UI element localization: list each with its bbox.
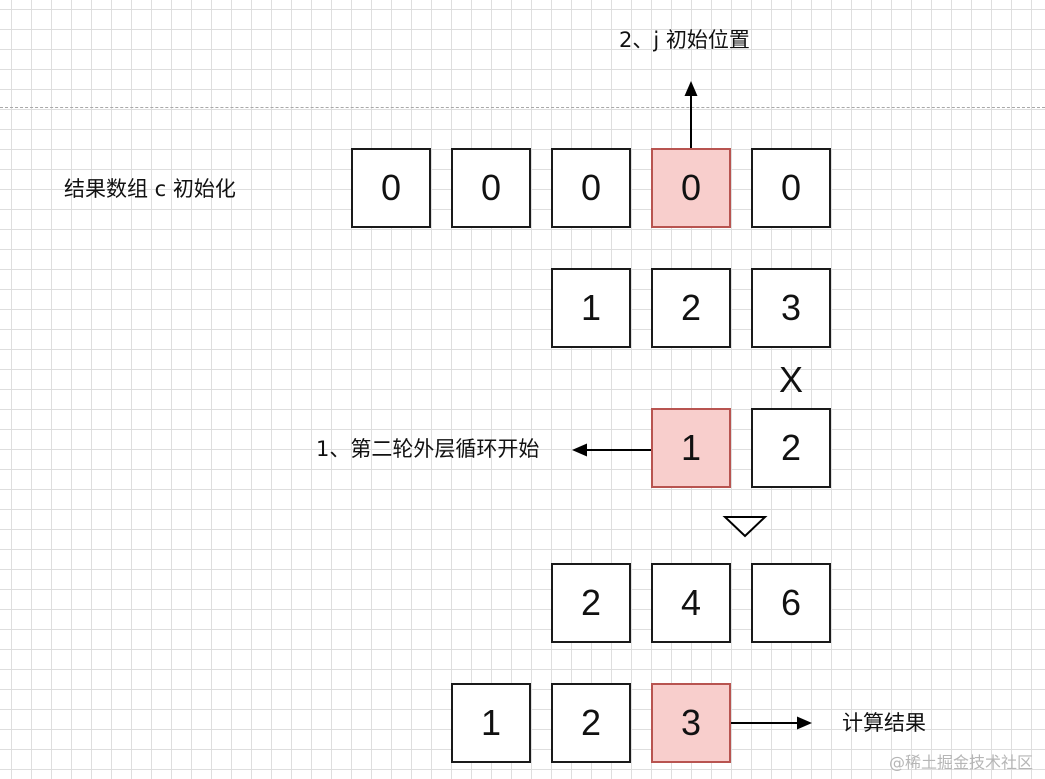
- partial-product-cell: 6: [751, 563, 831, 643]
- partial-product-cell: 2: [551, 563, 631, 643]
- multiplicand-cell: 3: [751, 268, 831, 348]
- right-arrow-icon: [731, 716, 812, 730]
- result-array-init-label: 结果数组 c 初始化: [64, 177, 236, 201]
- up-arrow-icon: [684, 81, 698, 148]
- result-c-cell: 0: [551, 148, 631, 228]
- dashed-separator: [0, 107, 1045, 108]
- outer-loop-start-label: 1、第二轮外层循环开始: [316, 437, 540, 461]
- compute-result-label: 计算结果: [842, 711, 926, 735]
- multiply-sign: X: [778, 359, 803, 400]
- result-c-cell: 0: [751, 148, 831, 228]
- computed-result-cell: 2: [551, 683, 631, 763]
- down-triangle-icon: [722, 516, 768, 538]
- computed-result-cell-highlighted: 3: [651, 683, 731, 763]
- computed-result-cell: 1: [451, 683, 531, 763]
- watermark: @稀土掘金技术社区: [888, 753, 1033, 772]
- multiplier-cell: 2: [751, 408, 831, 488]
- result-c-cell-highlighted: 0: [651, 148, 731, 228]
- multiplier-cell-highlighted: 1: [651, 408, 731, 488]
- left-arrow-icon: [572, 443, 651, 457]
- result-c-cell: 0: [451, 148, 531, 228]
- j-initial-position-label: 2、j 初始位置: [619, 28, 750, 52]
- multiplicand-cell: 2: [651, 268, 731, 348]
- partial-product-cell: 4: [651, 563, 731, 643]
- result-c-cell: 0: [351, 148, 431, 228]
- multiplicand-cell: 1: [551, 268, 631, 348]
